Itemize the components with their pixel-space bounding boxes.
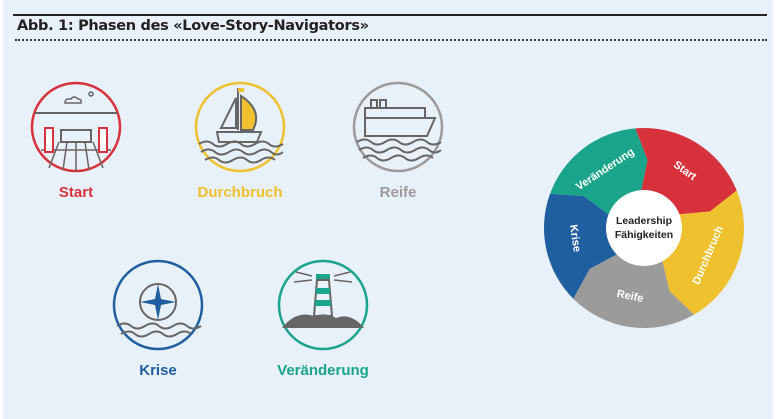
- phase-label: Krise: [139, 362, 177, 379]
- center-line-2: Fähigkeiten: [615, 229, 673, 241]
- pier-icon: [30, 81, 122, 173]
- cycle-center: [606, 190, 682, 266]
- sailboat-icon: [194, 81, 286, 173]
- phase-label: Start: [58, 184, 94, 201]
- phase-veraenderung: Veränderung: [263, 258, 383, 379]
- top-rule: [13, 14, 767, 16]
- phase-krise: Krise: [98, 258, 218, 379]
- dotted-divider: [15, 39, 767, 41]
- cycle-segment-veränderung: [550, 128, 648, 216]
- phase-label: Reife: [379, 184, 417, 201]
- ship-icon: [352, 81, 444, 173]
- cycle-label: Krise: [567, 224, 583, 253]
- figure-title: Abb. 1: Phasen des «Love-Story-Navigator…: [17, 18, 369, 34]
- cycle-label: Reife: [616, 288, 645, 305]
- center-line-1: Leadership: [616, 215, 672, 227]
- phase-label: Durchbruch: [197, 184, 283, 201]
- figure: Abb. 1: Phasen des «Love-Story-Navigator…: [3, 0, 773, 419]
- cycle-segment-start: [635, 128, 737, 215]
- phase-durchbruch: Durchbruch: [180, 80, 300, 201]
- cycle-segment-krise: [544, 193, 619, 299]
- phase-start: Start: [16, 80, 136, 201]
- phase-reife: Reife: [338, 80, 458, 201]
- cycle-segment-durchbruch: [662, 190, 744, 315]
- phase-label: Veränderung: [277, 362, 369, 379]
- cycle-segment-reife: [573, 253, 694, 328]
- compass-icon: [112, 259, 204, 351]
- lighthouse-icon: [277, 259, 369, 351]
